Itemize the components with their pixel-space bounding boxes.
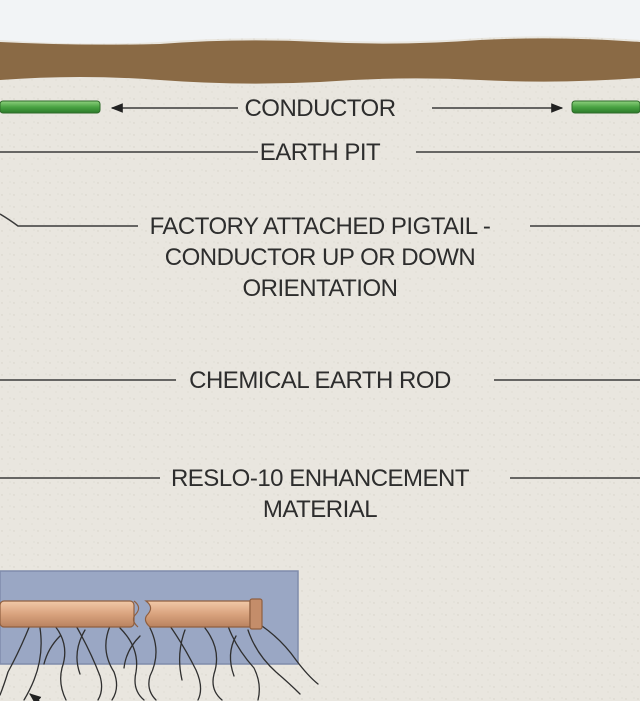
- earth-pit-label-text: EARTH PIT: [259, 139, 381, 166]
- sky: [0, 0, 640, 44]
- pigtail-label: FACTORY ATTACHED PIGTAIL - CONDUCTOR UP …: [0, 211, 640, 304]
- enhancement-label-line1: RESLO-10 ENHANCEMENT: [170, 465, 470, 492]
- enhancement-label: RESLO-10 ENHANCEMENT MATERIAL: [0, 463, 640, 525]
- earth-pit-label: EARTH PIT: [0, 137, 640, 168]
- conductor-left: [0, 100, 101, 114]
- conductor-label: CONDUCTOR: [0, 93, 640, 124]
- earth-rod-label-text: CHEMICAL EARTH ROD: [189, 367, 451, 394]
- earth-rod-label: CHEMICAL EARTH ROD: [0, 365, 640, 396]
- pigtail-label-line1: FACTORY ATTACHED PIGTAIL -: [149, 213, 491, 240]
- conductor-right: [571, 100, 640, 114]
- pigtail-label-line3: ORIENTATION: [242, 275, 398, 302]
- roots: [0, 623, 319, 701]
- earth-rod-pipe: [0, 598, 263, 630]
- enhancement-label-line2: MATERIAL: [262, 496, 378, 523]
- conductor-label-text: CONDUCTOR: [244, 95, 396, 122]
- pigtail-line-left: [0, 213, 138, 227]
- topsoil-layer: [0, 38, 640, 84]
- pigtail-label-line2: CONDUCTOR UP OR DOWN: [164, 244, 476, 271]
